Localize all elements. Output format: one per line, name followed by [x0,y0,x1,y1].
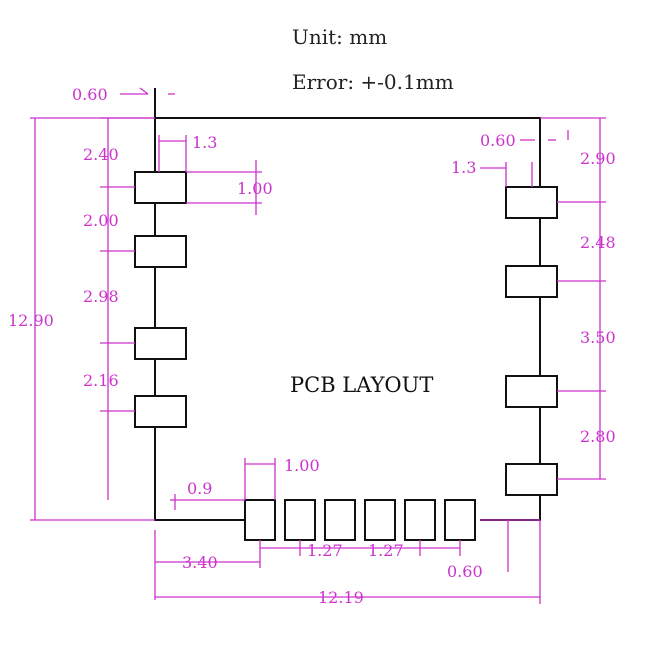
dim-right-first-pad: 2.90 [580,149,616,168]
dim-left-first-pad: 2.40 [83,145,119,164]
dim-bottom-pad-width: 1.00 [284,456,320,475]
bottom-pads [244,499,476,541]
dim-bottom-pad-length: 0.9 [187,479,212,498]
left-pad [134,235,187,268]
dim-overall-width: 12.19 [318,588,364,607]
dim-left-pitch-1: 2.00 [83,211,119,230]
dim-bottom-right-offset: 0.60 [447,562,483,581]
dim-right-top-offset: 0.60 [480,131,516,150]
bottom-pad [444,499,476,541]
dim-bottom-pitch-2: 1.27 [368,541,404,560]
board-outline [154,88,541,521]
dim-bottom-pitch-1: 1.27 [307,541,343,560]
left-pad [134,395,187,428]
left-pad [134,327,187,360]
bottom-pad [284,499,316,541]
dim-right-pitch-2: 3.50 [580,328,616,347]
unit-label: Unit: mm [292,25,387,49]
dim-left-top-offset: 0.60 [72,85,108,104]
dim-bottom-offset: 3.40 [182,553,218,572]
right-pad [505,265,558,298]
right-pad [505,186,558,219]
right-pad [505,463,558,496]
dim-left-pad-width: 1.00 [237,179,273,198]
dim-right-pad-length: 1.3 [451,158,476,177]
dim-left-pad-length: 1.3 [192,133,217,152]
dim-right-pitch-1: 2.48 [580,233,616,252]
dim-left-pitch-3: 2.16 [83,371,119,390]
left-pad [134,171,187,204]
bottom-pad [244,499,276,541]
dimension-lines [30,87,606,604]
dimension-labels: 0.60 2.40 1.3 1.00 2.00 2.98 2.16 12.90 … [8,85,616,607]
bottom-pad [324,499,356,541]
left-pads [134,171,187,428]
right-pads [505,186,558,496]
right-pad [505,375,558,408]
center-label: PCB LAYOUT [290,373,433,397]
dim-overall-height: 12.90 [8,311,54,330]
dim-left-pitch-2: 2.98 [83,287,119,306]
dim-right-pitch-3: 2.80 [580,427,616,446]
bottom-pad [404,499,436,541]
error-label: Error: +-0.1mm [292,70,454,94]
bottom-pad [364,499,396,541]
